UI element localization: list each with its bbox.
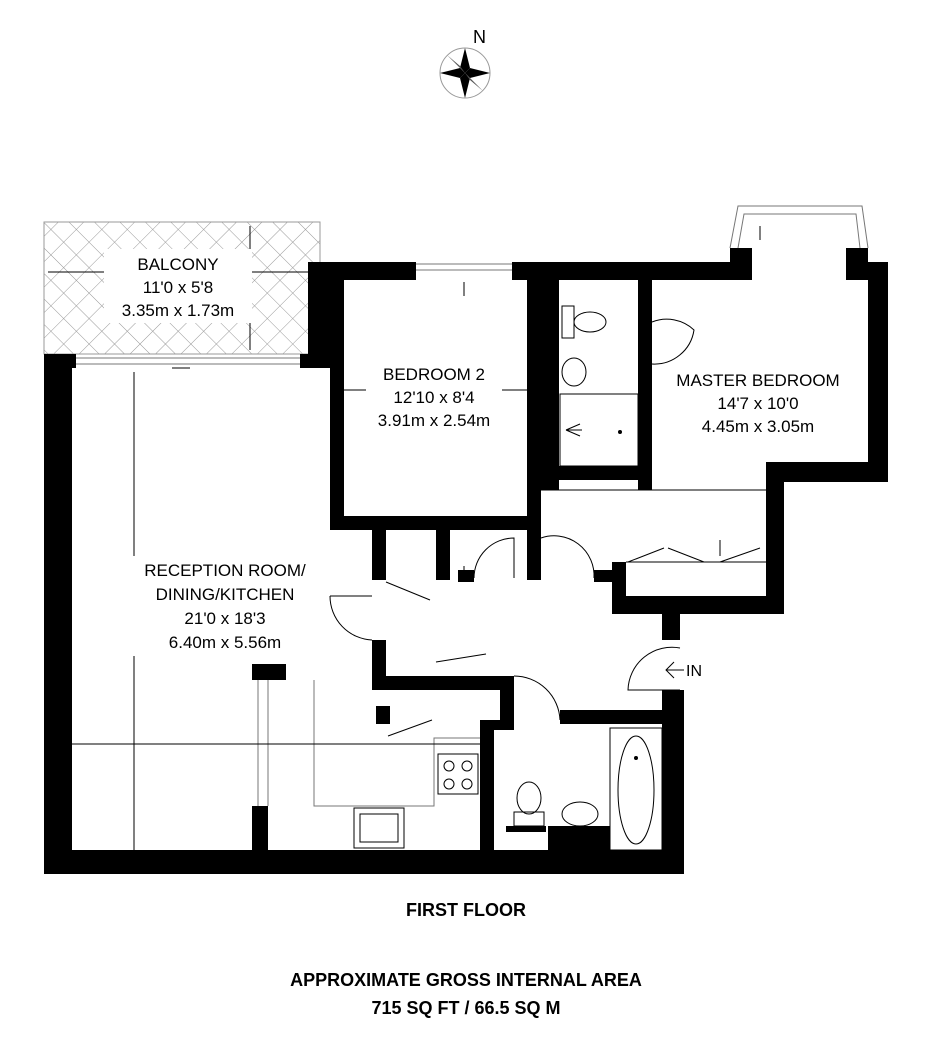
area-title: APPROXIMATE GROSS INTERNAL AREA — [290, 970, 642, 990]
fixtures — [76, 205, 869, 851]
bedroom2-imperial: 12'10 x 8'4 — [393, 388, 474, 407]
master-bedroom-metric: 4.45m x 3.05m — [702, 417, 814, 436]
reception-imperial: 21'0 x 18'3 — [184, 609, 265, 628]
reception-name-line1: RECEPTION ROOM/ — [144, 561, 306, 580]
compass-north-label: N — [473, 27, 486, 47]
balcony-imperial: 11'0 x 5'8 — [143, 278, 213, 297]
reception-label: RECEPTION ROOM/ DINING/KITCHEN 21'0 x 18… — [122, 556, 328, 656]
area-value: 715 SQ FT / 66.5 SQ M — [371, 998, 560, 1018]
master-bedroom-imperial: 14'7 x 10'0 — [717, 394, 798, 413]
entrance-label: IN — [686, 663, 702, 680]
master-bedroom-name: MASTER BEDROOM — [676, 371, 839, 390]
walls — [44, 248, 888, 874]
bedroom2-label: BEDROOM 2 12'10 x 8'4 3.91m x 2.54m — [366, 360, 502, 432]
compass-icon — [439, 47, 491, 99]
balcony-name: BALCONY — [137, 255, 218, 274]
bedroom2-name: BEDROOM 2 — [383, 365, 485, 384]
reception-metric: 6.40m x 5.56m — [169, 633, 281, 652]
bedroom2-metric: 3.91m x 2.54m — [378, 411, 490, 430]
balcony-label: BALCONY 11'0 x 5'8 3.35m x 1.73m — [104, 249, 252, 323]
floor-name: FIRST FLOOR — [406, 900, 526, 920]
reception-name-line2: DINING/KITCHEN — [156, 585, 295, 604]
master-bedroom-label: MASTER BEDROOM 14'7 x 10'0 4.45m x 3.05m — [654, 366, 862, 438]
balcony-metric: 3.35m x 1.73m — [122, 301, 234, 320]
